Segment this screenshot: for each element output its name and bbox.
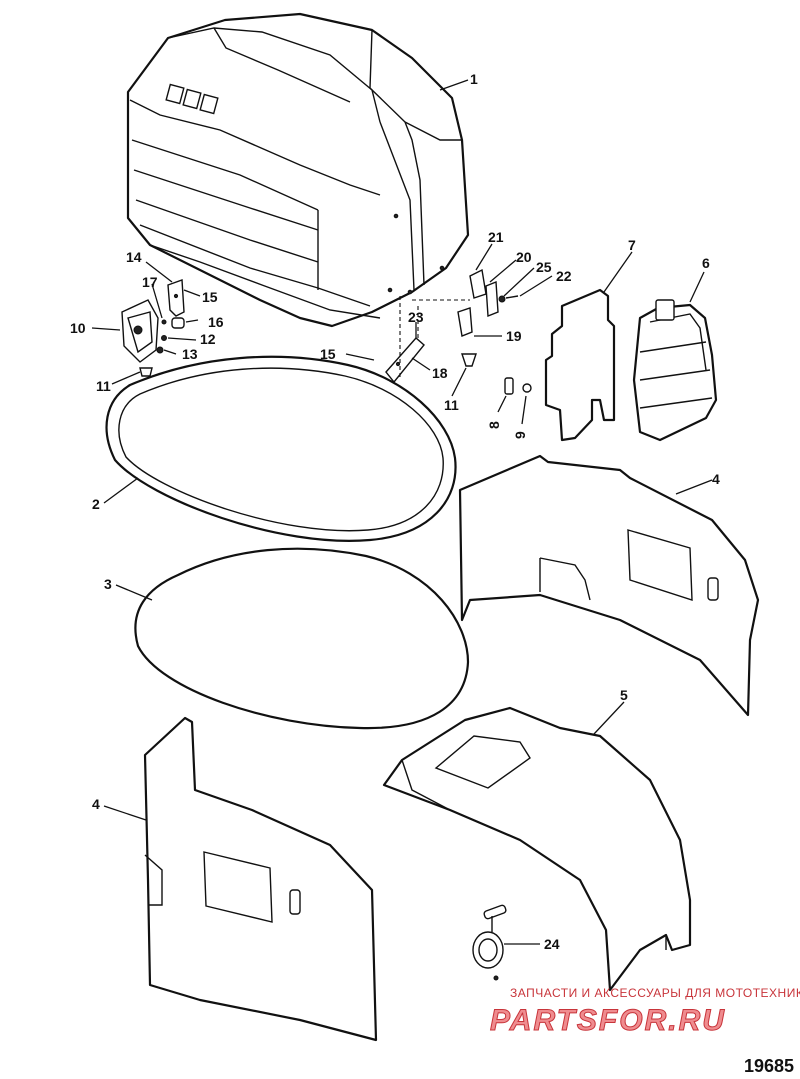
callout-1: 1 [470,71,478,87]
callout-14: 14 [126,249,142,265]
callout-15-upper: 15 [202,289,218,305]
callout-16: 16 [208,314,224,330]
callout-13: 13 [182,346,198,362]
callout-12: 12 [200,331,216,347]
side-panel-left [143,716,378,1042]
callout-6: 6 [702,255,710,271]
callout-15-lower: 15 [320,346,336,362]
callout-2: 2 [92,496,100,512]
callout-24: 24 [544,936,560,952]
callout-11-left: 11 [96,378,111,394]
callout-20: 20 [516,249,532,265]
vent-baffle [544,288,616,442]
callout-7: 7 [628,237,636,253]
watermark: ЗАПЧАСТИ И АКСЕССУАРЫ ДЛЯ МОТОТЕХНИКИ PA… [490,986,800,1038]
callout-17: 17 [142,274,158,290]
watermark-brand: PARTSFOR.RU [490,1004,726,1037]
callout-19: 19 [506,328,522,344]
callout-11-right: 11 [444,397,459,413]
callout-4-lower: 4 [92,796,100,812]
side-panel-right [458,454,760,717]
callout-3: 3 [104,576,112,592]
callout-25: 25 [536,259,552,275]
rear-cover-panel [382,706,692,992]
cowl-seal-gasket [105,355,457,542]
callout-10: 10 [70,320,86,336]
callout-23: 23 [408,309,424,325]
figure-number: 19685 [744,1056,794,1076]
latch-hardware [121,268,532,981]
top-cowl [126,12,470,328]
vent-grille [632,299,718,442]
callout-9: 9 [512,431,528,439]
callout-8: 8 [486,421,502,429]
cowl-seal-inner [134,547,470,730]
callout-21: 21 [488,229,504,245]
leader-lines [91,79,713,945]
callout-4-upper: 4 [712,471,720,487]
callout-18: 18 [432,365,448,381]
callout-22: 22 [556,268,572,284]
callout-labels: 1 2 3 4 4 5 6 7 8 9 10 11 11 12 13 14 15… [70,71,720,952]
callout-5: 5 [620,687,628,703]
watermark-tagline: ЗАПЧАСТИ И АКСЕССУАРЫ ДЛЯ МОТОТЕХНИКИ [510,986,800,1000]
